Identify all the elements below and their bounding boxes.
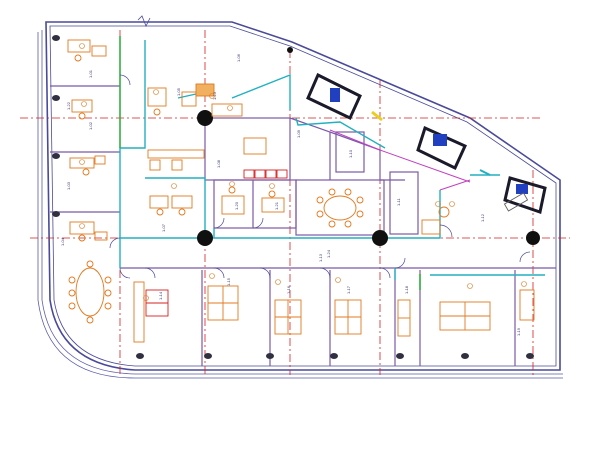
chair [104,302,112,310]
desk [503,192,529,212]
sofa-row [243,169,288,179]
desk [181,91,197,107]
room-tag: 1-07 [161,223,166,232]
facade-columns [52,35,534,359]
desk [133,281,145,343]
exterior-wall [45,21,561,371]
room-number-bubbles [79,43,527,301]
door-swings [109,74,531,279]
room-tag: 1-20 [234,201,239,210]
chair [156,208,164,216]
desk [71,99,93,113]
room-tag: 1-08 [216,159,221,168]
sofa [421,219,441,235]
chair [68,276,76,284]
room-tag: 1-16 [286,285,291,294]
core-structure [306,72,547,214]
desk [149,195,169,209]
desk [195,83,215,97]
desk [171,195,193,209]
desk [94,231,108,241]
room-tag: 1-13 [318,253,323,262]
chair [74,54,82,62]
interior-partitions [50,85,556,366]
column [197,230,213,246]
round-conference-table [323,195,357,221]
chair [178,208,186,216]
room-tag: 1-24 [326,249,331,258]
room-tag: 1-14 [158,291,163,300]
desk [261,197,285,213]
desk [147,149,205,159]
structural-columns [197,47,540,246]
narrow-desk [397,299,411,337]
furniture [67,39,535,343]
desk [67,39,91,53]
room-tag: 1-21 [274,201,279,210]
break-mark [137,15,151,27]
glass-partitions [119,40,545,280]
desk [91,45,107,57]
green-partitions [119,36,421,290]
column [372,230,388,246]
chair [68,302,76,310]
room-tag: 1-10 [348,149,353,158]
chair [344,220,352,228]
chair [328,220,336,228]
room-tag: 1-11 [396,198,401,206]
chair [228,186,236,194]
chair [268,190,276,198]
desk [211,103,243,117]
room-tag: 1-22 [66,101,71,110]
column [526,231,540,245]
desk [94,155,106,165]
structural-grid [20,30,570,375]
chair [104,289,112,297]
room-tag: 1-15 [226,277,231,286]
column [197,110,213,126]
magenta-partitions [329,129,471,191]
chair [78,234,86,242]
exterior-cladding [37,30,563,379]
chair [86,316,94,324]
desk [171,159,183,171]
chair [356,196,364,204]
chair [344,188,352,196]
desk [519,289,535,321]
chair [356,210,364,218]
chair [438,206,450,218]
workstation-cluster [274,299,362,335]
room-tag: 1-09 [296,129,301,138]
chair [68,289,76,297]
room-tag: 1-01 [88,69,93,78]
chair [316,210,324,218]
room-tag: 1-04 [60,237,65,246]
chair [316,196,324,204]
meeting-table [243,137,267,155]
chair [86,260,94,268]
desk [69,157,95,169]
desk [221,195,245,215]
room-tag: 1-02 [88,121,93,130]
chair [104,276,112,284]
column [287,47,293,53]
room-tag: 1-17 [346,285,351,294]
chair [153,108,161,116]
workstation-cluster [439,301,491,331]
room-tag: 1-18 [404,285,409,294]
desk [69,221,95,235]
desk [149,159,161,171]
room-tag: 1-06 [236,53,241,62]
chair [82,168,90,176]
room-tag: 1-05 [176,87,181,96]
chair [78,112,86,120]
oval-conference-table [75,267,105,317]
chair [328,188,336,196]
room-tag: 1-19 [516,327,521,336]
desk [147,87,167,107]
room-tag: 1-03 [66,181,71,190]
room-tag: 1-12 [480,213,485,222]
